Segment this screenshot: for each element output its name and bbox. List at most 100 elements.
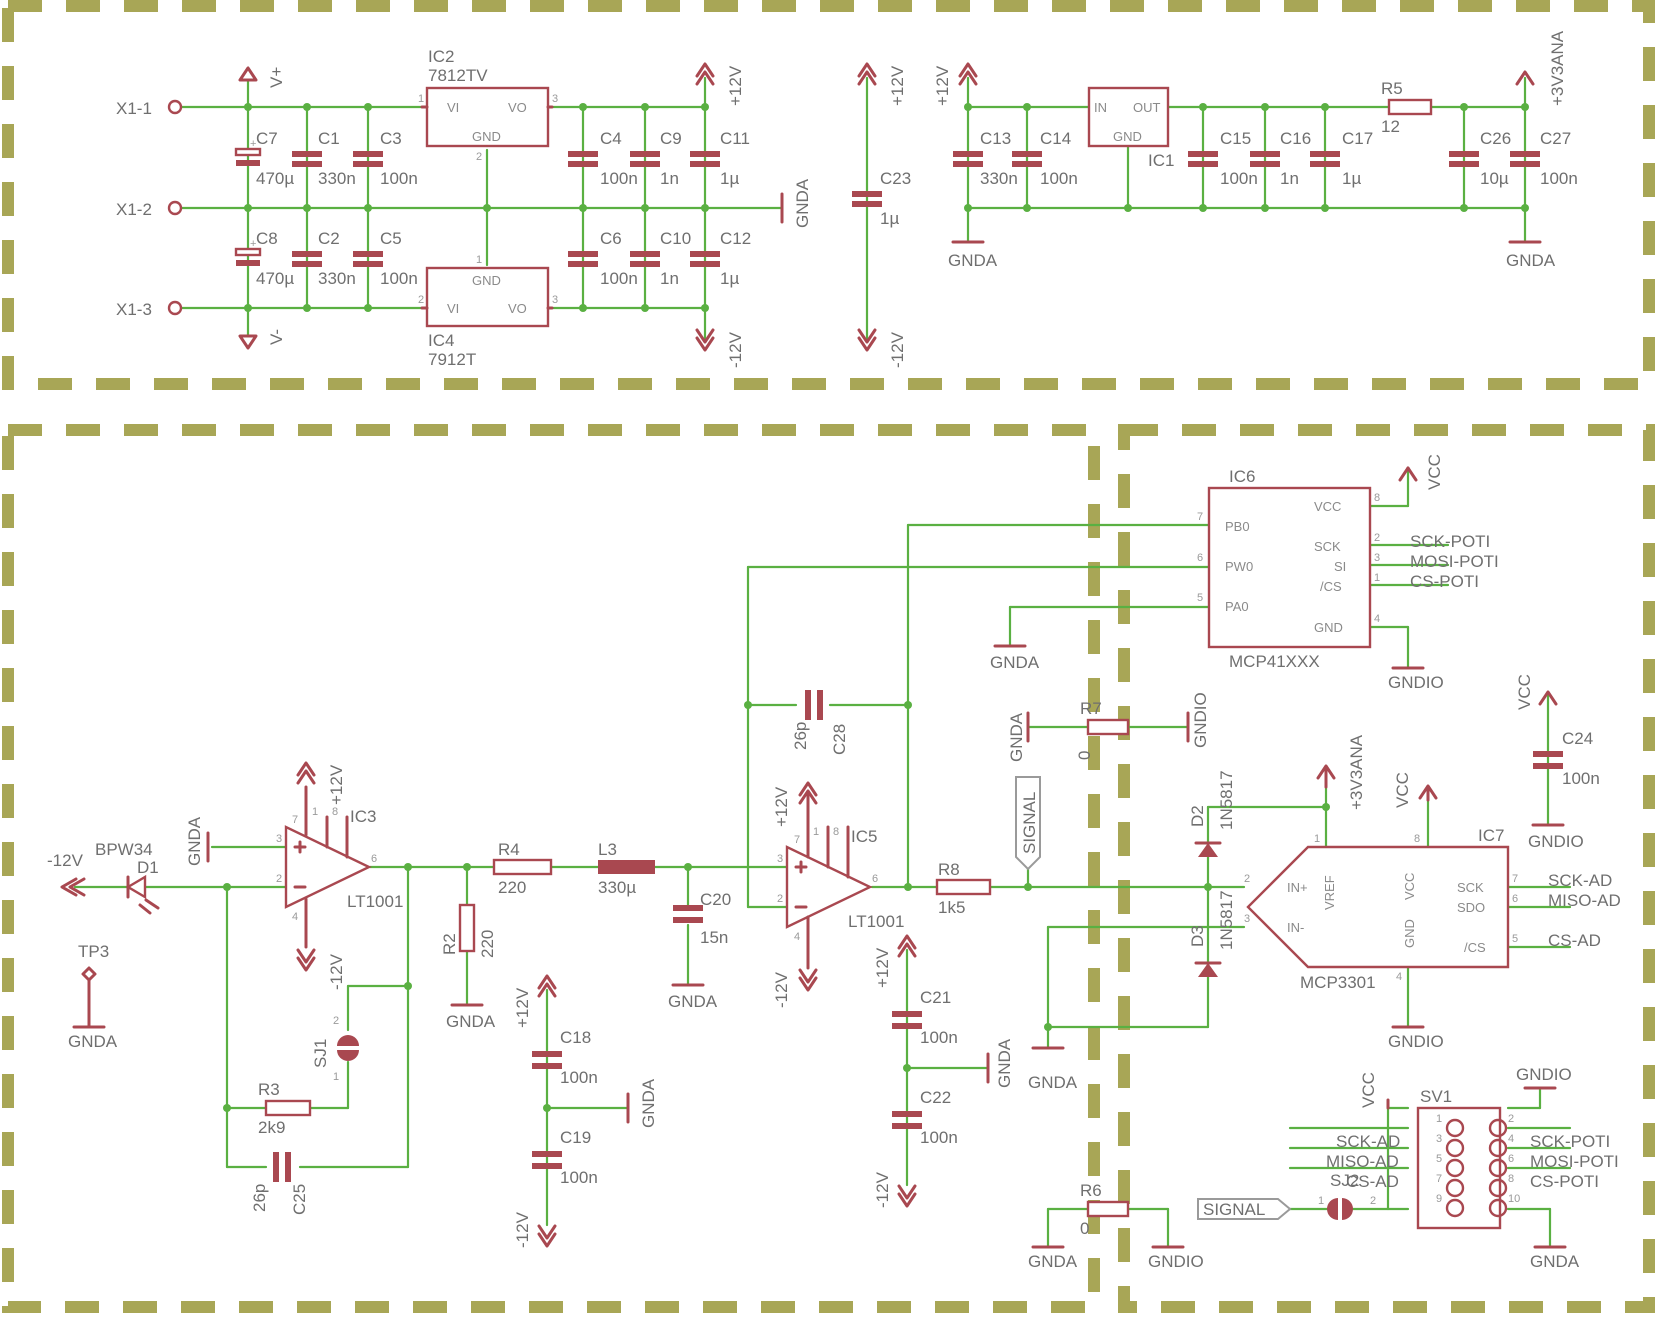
c13-value: 330n bbox=[980, 169, 1018, 188]
svg-text:9: 9 bbox=[1436, 1193, 1442, 1205]
c4-value: 100n bbox=[600, 169, 638, 188]
svg-text:8: 8 bbox=[332, 806, 338, 818]
svg-text:GNDA: GNDA bbox=[1530, 1252, 1580, 1271]
header-sv1: SV1 1 2 3 4 5 6 7 8 9 10 SCK-AD MISO-AD … bbox=[1326, 1065, 1619, 1271]
svg-text:SCK: SCK bbox=[1314, 539, 1341, 554]
svg-text:-12V: -12V bbox=[888, 331, 907, 368]
svg-text:CS-AD: CS-AD bbox=[1548, 931, 1601, 950]
c16-value: 1n bbox=[1280, 169, 1299, 188]
svg-text:1: 1 bbox=[333, 1071, 339, 1083]
svg-text:SCK: SCK bbox=[1457, 880, 1484, 895]
c14-value: 100n bbox=[1040, 169, 1078, 188]
r6-resistor: R6 0 GNDA GNDIO bbox=[1028, 1181, 1204, 1271]
jumper-sj1: 2 1 SJ1 bbox=[311, 1015, 359, 1083]
svg-text:+: + bbox=[250, 138, 256, 150]
svg-text:1k5: 1k5 bbox=[938, 898, 965, 917]
c24-capacitor: VCC C24 100n GNDIO bbox=[1515, 674, 1600, 851]
svg-text:IN+: IN+ bbox=[1287, 880, 1308, 895]
svg-text:SIGNAL: SIGNAL bbox=[1203, 1200, 1265, 1219]
svg-text:4: 4 bbox=[292, 911, 298, 923]
svg-text:GNDA: GNDA bbox=[948, 251, 998, 270]
svg-text:GNDA: GNDA bbox=[185, 816, 204, 866]
svg-text:SCK-AD: SCK-AD bbox=[1548, 871, 1612, 890]
svg-text:4: 4 bbox=[1396, 971, 1402, 983]
c15-value: 100n bbox=[1220, 169, 1258, 188]
svg-text:7: 7 bbox=[1512, 873, 1518, 885]
svg-text:CS-POTI: CS-POTI bbox=[1410, 572, 1479, 591]
svg-text:4: 4 bbox=[794, 931, 800, 943]
c14-name: C14 bbox=[1040, 129, 1071, 148]
svg-text:/CS: /CS bbox=[1464, 940, 1486, 955]
opamp-ic3: +12V -12V 3 2 6 7 4 1 8 IC3 LT1001 bbox=[276, 761, 403, 990]
svg-text:-12V: -12V bbox=[327, 953, 346, 990]
c8-name: C8 bbox=[256, 229, 278, 248]
svg-text:6: 6 bbox=[872, 873, 878, 885]
svg-text:7: 7 bbox=[1197, 511, 1203, 523]
svg-text:5: 5 bbox=[1512, 933, 1518, 945]
svg-text:6: 6 bbox=[1197, 552, 1203, 564]
svg-text:VCC: VCC bbox=[1402, 873, 1417, 900]
svg-text:R4: R4 bbox=[498, 840, 520, 859]
svg-text:6: 6 bbox=[1512, 893, 1518, 905]
svg-text:2: 2 bbox=[1374, 532, 1380, 544]
svg-text:5: 5 bbox=[1436, 1153, 1442, 1165]
svg-text:SI: SI bbox=[1334, 559, 1346, 574]
svg-text:SCK-AD: SCK-AD bbox=[1336, 1132, 1400, 1151]
top-supply-arrows: +12V -12V +12V -12V +12V +3V3ANA bbox=[695, 30, 1567, 368]
svg-text:2: 2 bbox=[1508, 1113, 1514, 1125]
svg-text:PB0: PB0 bbox=[1225, 519, 1250, 534]
inductor-l3: L3 330µ bbox=[598, 840, 655, 897]
svg-text:MCP3301: MCP3301 bbox=[1300, 973, 1376, 992]
svg-text:VI: VI bbox=[447, 301, 459, 316]
svg-text:LT1001: LT1001 bbox=[848, 912, 904, 931]
svg-text:GNDA: GNDA bbox=[1506, 251, 1556, 270]
svg-text:GNDA: GNDA bbox=[793, 178, 812, 228]
signal-label-horizontal: SIGNAL bbox=[1197, 1198, 1292, 1220]
svg-text:GNDA: GNDA bbox=[995, 1038, 1014, 1088]
svg-text:C22: C22 bbox=[920, 1088, 951, 1107]
svg-text:TP3: TP3 bbox=[78, 942, 109, 961]
x1-2-label: X1-2 bbox=[116, 200, 152, 219]
c12-value: 1µ bbox=[720, 269, 739, 288]
svg-text:-12V: -12V bbox=[873, 1171, 892, 1208]
svg-text:PA0: PA0 bbox=[1225, 599, 1249, 614]
svg-text:26p: 26p bbox=[791, 722, 810, 750]
svg-text:LT1001: LT1001 bbox=[347, 892, 403, 911]
svg-text:+12V: +12V bbox=[933, 65, 952, 106]
c11-value: 1µ bbox=[720, 169, 739, 188]
x1-1-label: X1-1 bbox=[116, 99, 152, 118]
opamp-ic5: +12V -12V 3 2 6 7 4 1 8 IC5 LT1001 bbox=[772, 781, 904, 1008]
svg-text:MOSI-POTI: MOSI-POTI bbox=[1530, 1152, 1619, 1171]
svg-text:GNDA: GNDA bbox=[1007, 712, 1026, 762]
frame-analog bbox=[2, 424, 1100, 1313]
c9-name: C9 bbox=[660, 129, 682, 148]
svg-text:1: 1 bbox=[1318, 1195, 1324, 1207]
c12-name: C12 bbox=[720, 229, 751, 248]
c9-value: 1n bbox=[660, 169, 679, 188]
ic6-mcp41xxx: IC6 MCP41XXX PB0 PW0 PA0 VCC SCK SI /CS … bbox=[1197, 454, 1499, 692]
r3-resistor: R3 2k9 bbox=[258, 1080, 312, 1137]
svg-text:C24: C24 bbox=[1562, 729, 1593, 748]
svg-text:GNDA: GNDA bbox=[668, 992, 718, 1011]
svg-text:2: 2 bbox=[418, 294, 424, 306]
svg-text:GNDIO: GNDIO bbox=[1191, 692, 1210, 748]
svg-text:100n: 100n bbox=[560, 1168, 598, 1187]
svg-text:+12V: +12V bbox=[726, 65, 745, 106]
ic2-regulator: VI VO GND 1 3 2 IC2 7812TV bbox=[418, 47, 558, 163]
svg-text:C18: C18 bbox=[560, 1028, 591, 1047]
svg-text:D2: D2 bbox=[1188, 805, 1207, 827]
c25-capacitor: 26p C25 bbox=[250, 1152, 309, 1215]
svg-text:C25: C25 bbox=[290, 1184, 309, 1215]
svg-text:GNDIO: GNDIO bbox=[1528, 832, 1584, 851]
svg-text:26p: 26p bbox=[250, 1184, 269, 1212]
svg-text:MCP41XXX: MCP41XXX bbox=[1229, 652, 1320, 671]
svg-text:GNDA: GNDA bbox=[68, 1032, 118, 1051]
svg-text:VCC: VCC bbox=[1425, 454, 1444, 490]
svg-text:GNDIO: GNDIO bbox=[1388, 673, 1444, 692]
photodiode-d1: -12V BPW34 D1 bbox=[47, 840, 160, 915]
svg-text:BPW34: BPW34 bbox=[95, 840, 153, 859]
svg-text:R5: R5 bbox=[1381, 79, 1403, 98]
c20-capacitor: C20 15n GNDA bbox=[668, 890, 731, 1011]
svg-text:+12V: +12V bbox=[327, 764, 346, 805]
svg-text:2: 2 bbox=[276, 873, 282, 885]
